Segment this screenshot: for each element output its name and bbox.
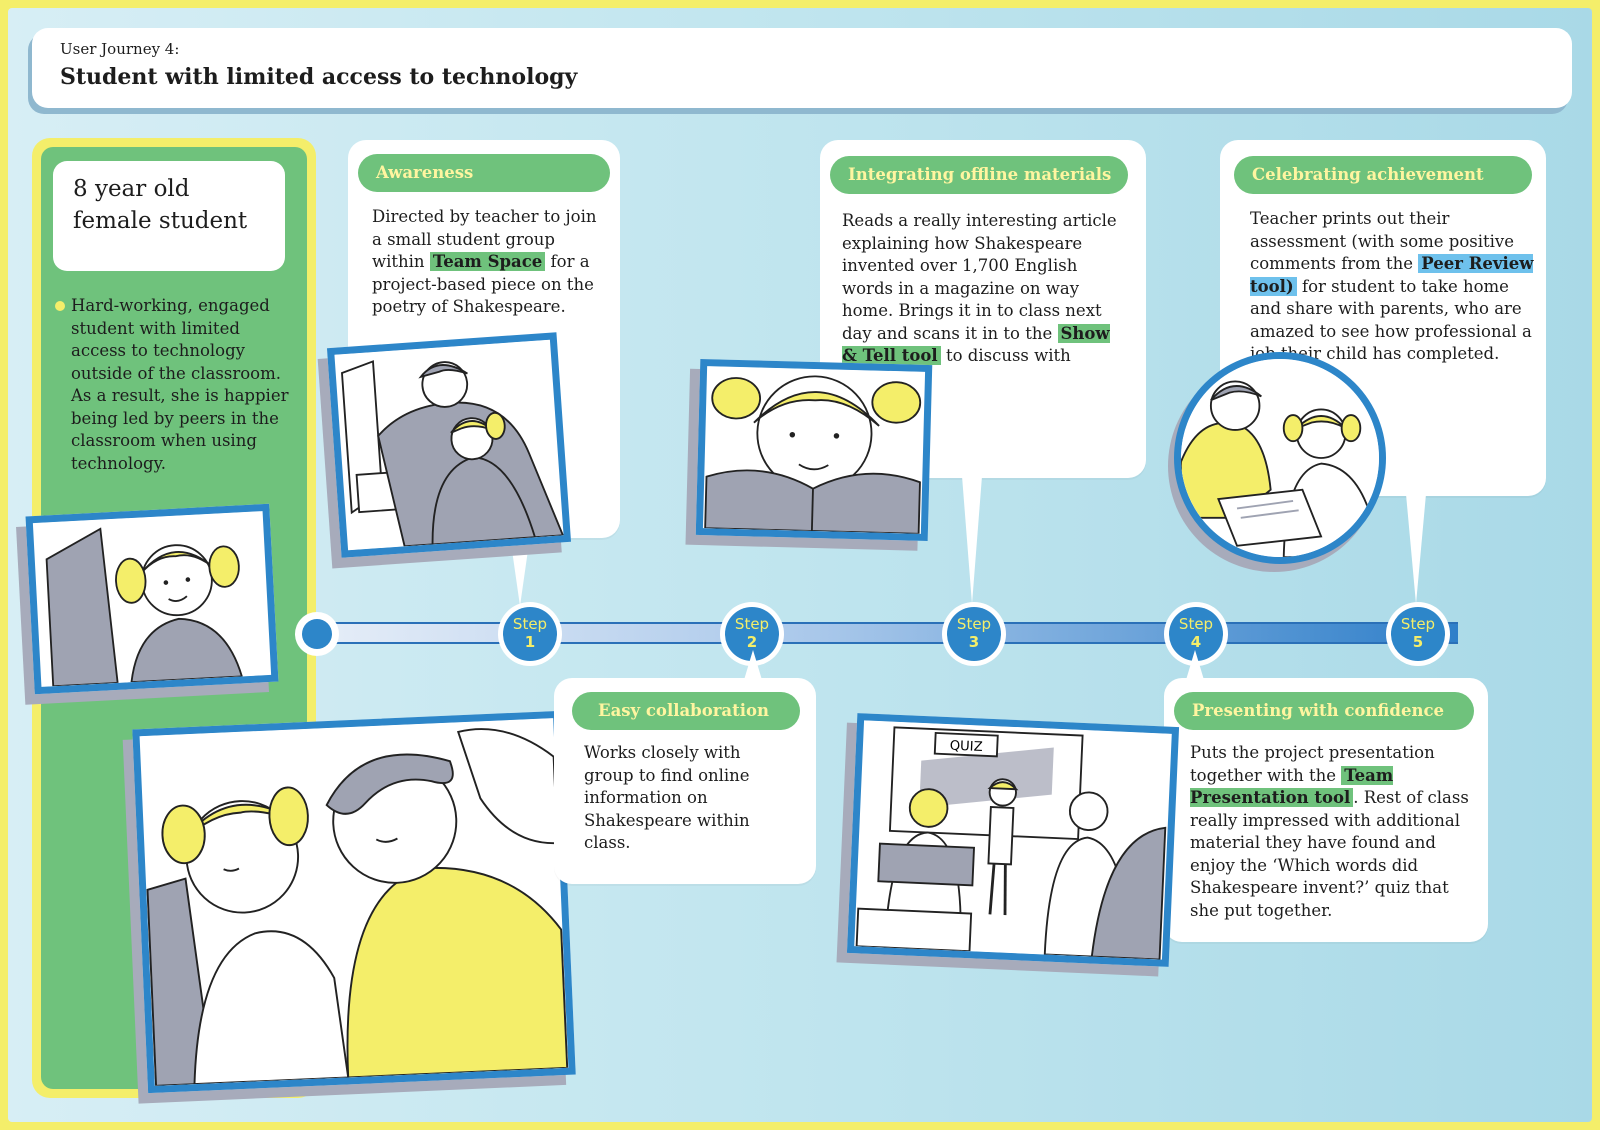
card-awareness-text-a: Directed by teacher to join a small stud… — [372, 207, 597, 271]
card-presenting-text-a: Puts the project presentation together w… — [1190, 743, 1435, 785]
journey-subtitle: User Journey 4: — [60, 40, 180, 58]
persona-description: Hard-working, engaged student with limit… — [55, 295, 291, 475]
quiz-sign-text: QUIZ — [949, 739, 983, 755]
timeline-start-node — [295, 612, 339, 656]
step-marker-1-inner: Step 1 — [503, 607, 557, 661]
step-label: Step — [734, 615, 770, 633]
card-presenting-text-b: . Rest of class really impressed with ad… — [1190, 788, 1469, 920]
persona-name: 8 year old female student — [53, 161, 285, 271]
card-presenting-confidence-title: Presenting with confidence — [1174, 692, 1474, 730]
card-presenting-confidence-text: Puts the project presentation together w… — [1190, 742, 1480, 922]
step-number: 3 — [968, 633, 980, 651]
card-awareness-text-b: for a project-based piece on the poetry … — [372, 252, 594, 316]
journey-header: User Journey 4: Student with limited acc… — [32, 28, 1572, 108]
bullet-icon — [55, 301, 65, 311]
illustration-students-collaborating — [132, 710, 576, 1094]
journey-title: Student with limited access to technolog… — [60, 64, 578, 90]
step-number: 1 — [524, 633, 536, 651]
card-presenting-confidence-pointer — [1186, 650, 1204, 680]
feature-team-space: Team Space — [429, 252, 546, 271]
card-easy-collaboration-title: Easy collaboration — [572, 692, 800, 730]
step-label: Step — [1178, 615, 1214, 633]
teacher-and-student-drawing — [1181, 359, 1379, 557]
step-marker-5-inner: Step 5 — [1391, 607, 1445, 661]
card-celebrating-text-a: Teacher prints out their assessment (wit… — [1250, 209, 1515, 273]
girl-at-computer-drawing — [35, 511, 269, 687]
step-label: Step — [956, 615, 992, 633]
card-easy-collaboration-pointer — [744, 650, 762, 680]
card-celebrating-achievement-title: Celebrating achievement — [1234, 156, 1532, 194]
step-number: 4 — [1190, 633, 1202, 651]
journey-page: User Journey 4: Student with limited acc… — [8, 8, 1592, 1122]
card-awareness-pointer — [510, 536, 530, 606]
persona-description-text: Hard-working, engaged student with limit… — [71, 296, 289, 473]
illustration-teacher-helping — [326, 332, 572, 558]
step-marker-4-inner: Step 4 — [1169, 607, 1223, 661]
card-presenting-confidence: Presenting with confidence Puts the proj… — [1164, 678, 1488, 942]
step-marker-1: Step 1 — [498, 602, 562, 666]
card-awareness-text: Directed by teacher to join a small stud… — [372, 206, 610, 319]
card-awareness-title: Awareness — [358, 154, 610, 192]
card-celebrating-achievement-pointer — [1406, 494, 1426, 604]
step-label: Step — [1400, 615, 1436, 633]
card-celebrating-text-b: for student to take home and share with … — [1250, 276, 1532, 364]
step-marker-5: Step 5 — [1386, 602, 1450, 666]
illustration-girl-reading — [695, 358, 933, 542]
card-integrating-offline-title: Integrating offline materials — [830, 156, 1128, 194]
card-integrating-offline-pointer — [962, 476, 982, 604]
card-offline-text-a: Reads a really interesting article expla… — [842, 211, 1117, 343]
girl-reading-drawing — [704, 366, 923, 534]
step-label: Step — [512, 615, 548, 633]
step-number: 5 — [1412, 633, 1424, 651]
card-easy-collaboration-text: Works closely with group to find online … — [584, 743, 750, 852]
classroom-quiz-drawing: QUIZ — [855, 720, 1170, 960]
step-number: 2 — [746, 633, 758, 651]
students-collaborating-drawing — [140, 718, 569, 1086]
timeline-track — [308, 622, 1458, 644]
illustration-girl-at-computer — [25, 503, 279, 695]
illustration-teacher-and-student — [1174, 352, 1386, 564]
teacher-helping-drawing — [335, 339, 564, 551]
step-marker-3-inner: Step 3 — [947, 607, 1001, 661]
card-easy-collaboration: Easy collaboration Works closely with gr… — [554, 678, 816, 884]
step-marker-3: Step 3 — [942, 602, 1006, 666]
card-celebrating-achievement-text: Teacher prints out their assessment (wit… — [1250, 208, 1534, 366]
illustration-classroom-quiz: QUIZ — [846, 713, 1180, 967]
